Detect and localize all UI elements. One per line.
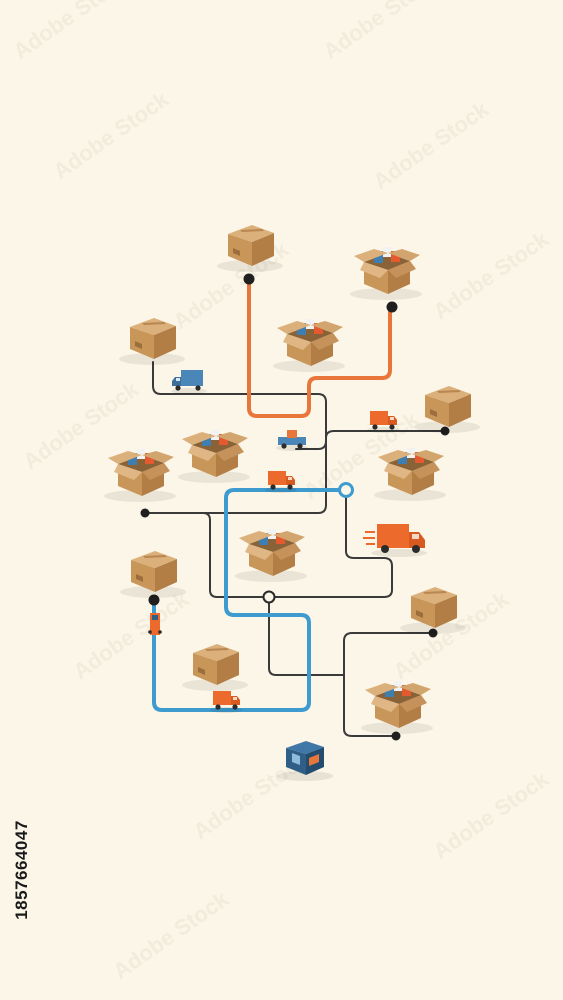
open-box-icon [178,430,250,483]
route-blue-segment [152,488,348,712]
delivery-truck-icon [171,370,207,394]
open-box-icon [235,529,307,582]
delivery-truck-icon [363,524,427,557]
stock-id-label: 1857664047 [8,752,36,988]
route-dark [145,361,446,737]
route-orange-segment [247,277,392,418]
open-box-icon [350,247,422,300]
closed-box-icon [400,587,466,634]
route-orange [247,277,392,418]
route-node-icon [386,301,398,313]
route-dark-segment [268,596,345,676]
delivery-truck-icon [367,411,399,433]
route-hub-node-icon [338,482,354,498]
watermark-mark: Adobe Stock [49,86,174,184]
route-hub-node-icon [262,590,276,604]
open-box-icon [273,319,345,372]
watermark-mark: Adobe Stock [429,226,554,324]
delivery-truck-icon [148,613,162,635]
closed-box-icon [414,386,480,433]
hub-box-icon [277,741,333,781]
delivery-truck-icon [210,691,242,713]
watermark-mark: Adobe Stock [69,586,194,684]
route-dark-segment [295,430,446,450]
open-box-icon [104,449,176,502]
route-dark-segment [268,489,393,598]
watermark-mark: Adobe Stock [109,886,234,984]
delivery-truck-icon [276,430,308,451]
stock-id-text: 1857664047 [12,820,32,920]
closed-box-icon [119,318,185,365]
trucks [148,370,427,713]
delivery-truck-icon [265,471,297,493]
route-node-icon [243,273,255,285]
closed-box-icon [120,551,186,598]
closed-box-icon [182,644,248,691]
route-node-icon [140,508,150,518]
watermark-mark: Adobe Stock [369,96,494,194]
open-box-icon [361,681,433,734]
route-dark-segment [343,632,434,737]
route-blue [152,488,348,712]
route-dark-segment [145,361,327,514]
watermark-mark: Adobe Stock [429,766,554,864]
watermark-mark: Adobe Stock [319,0,444,64]
route-dark-segment [202,512,270,598]
closed-box-icon [217,225,283,272]
watermark-mark: Adobe Stock [9,0,134,64]
open-box-icon [374,448,446,501]
